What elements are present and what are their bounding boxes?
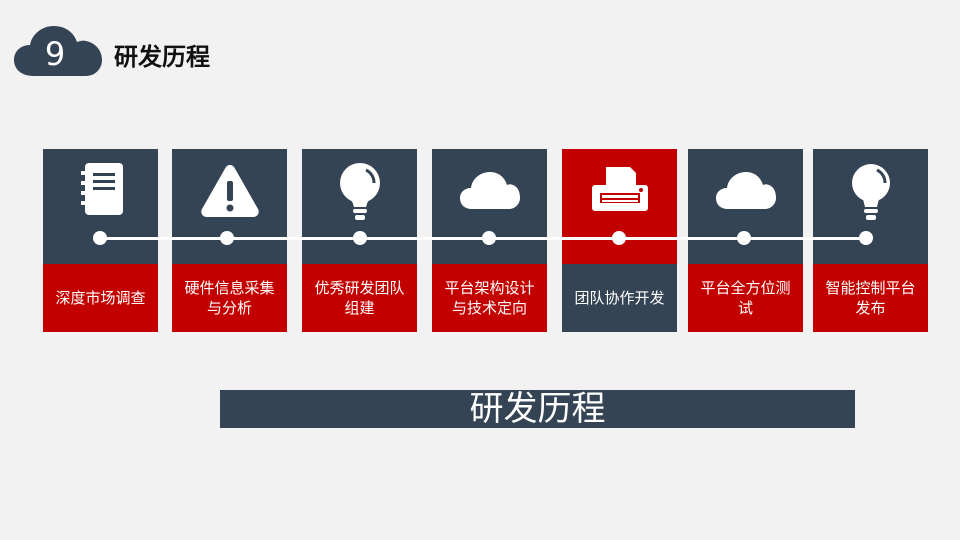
timeline-dot — [737, 231, 751, 245]
step-label: 深度市场调查 — [43, 264, 158, 332]
cloud-badge-icon — [14, 26, 102, 76]
step-platform-release: 智能控制平台发布 — [813, 149, 928, 332]
step-icon-panel — [432, 149, 547, 264]
step-icon-panel — [813, 149, 928, 264]
step-label: 智能控制平台发布 — [813, 264, 928, 332]
timeline-dot — [859, 231, 873, 245]
section-number: 9 — [44, 35, 66, 73]
step-label: 平台全方位测试 — [688, 264, 803, 332]
cloud-icon — [715, 172, 776, 209]
step-label: 优秀研发团队组建 — [302, 264, 417, 332]
lightbulb-icon — [851, 164, 890, 220]
step-icon-panel — [302, 149, 417, 264]
step-icon-panel — [172, 149, 287, 264]
step-label: 硬件信息采集与分析 — [172, 264, 287, 332]
step-icon-panel — [43, 149, 158, 264]
step-label: 平台架构设计与技术定向 — [432, 264, 547, 332]
step-hardware-collection: 硬件信息采集与分析 — [172, 149, 287, 332]
warning-icon — [200, 165, 259, 217]
bottom-banner: 研发历程 — [220, 390, 855, 428]
timeline-dot — [353, 231, 367, 245]
notebook-icon — [80, 163, 123, 215]
printer-icon — [591, 167, 648, 211]
timeline-dot — [612, 231, 626, 245]
timeline-dot — [482, 231, 496, 245]
cloud-icon — [459, 172, 520, 209]
lightbulb-icon — [339, 163, 380, 220]
step-label: 团队协作开发 — [562, 264, 677, 332]
timeline-dot — [93, 231, 107, 245]
timeline-dot — [220, 231, 234, 245]
step-icon-panel — [562, 149, 677, 264]
step-icon-panel — [688, 149, 803, 264]
step-team-building: 优秀研发团队组建 — [302, 149, 417, 332]
page-title: 研发历程 — [114, 43, 210, 71]
timeline-line — [96, 237, 866, 240]
